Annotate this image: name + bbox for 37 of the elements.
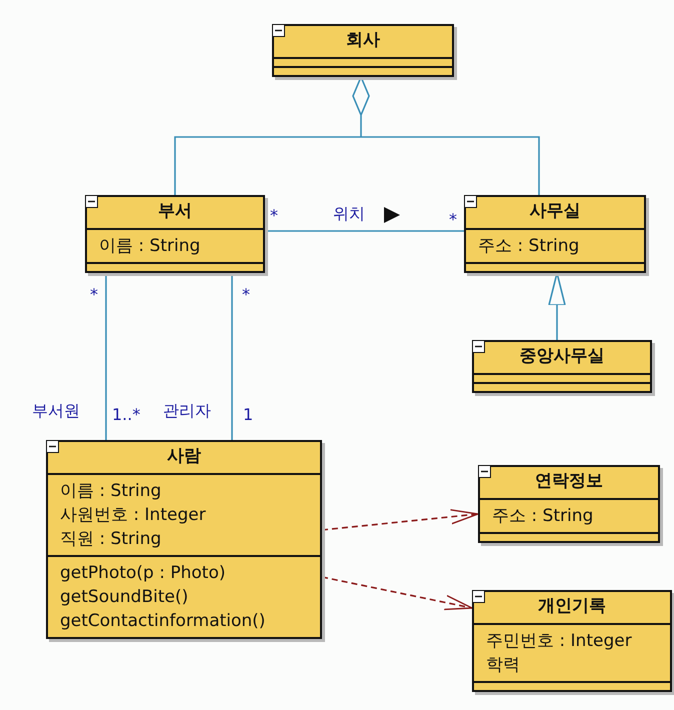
- multiplicity: *: [449, 211, 457, 229]
- attribute-text: 이름 : String: [60, 480, 162, 503]
- class-name: 중앙사무실: [520, 346, 604, 366]
- class-box: [46, 440, 322, 639]
- attribute-text: 직원 : String: [60, 528, 162, 551]
- multiplicity: *: [90, 286, 98, 304]
- role-name: 부서원: [32, 402, 80, 420]
- multiplicity: 1: [243, 406, 254, 424]
- association-line: [265, 230, 464, 232]
- class-box: [85, 195, 265, 273]
- operation-text: getSoundBite(): [60, 586, 190, 609]
- class-name: 회사: [346, 30, 380, 50]
- multiplicity: *: [242, 286, 250, 304]
- class-box: [472, 340, 652, 393]
- class-box: [272, 24, 454, 77]
- association-line: [231, 273, 233, 440]
- role-name: 관리자: [163, 402, 211, 420]
- class-name: 사무실: [530, 201, 580, 221]
- class-name: 사람: [167, 446, 201, 466]
- attribute-text: 이름 : String: [99, 235, 202, 258]
- attribute-text: 학력: [486, 654, 521, 677]
- multiplicity: 1..*: [112, 406, 140, 424]
- class-name: 연락정보: [535, 471, 603, 491]
- operation-text: getContactinformation(): [60, 610, 266, 633]
- operation-text: getPhoto(p : Photo): [60, 562, 226, 585]
- edge-label: 위치: [333, 205, 365, 223]
- multiplicity: *: [270, 207, 278, 225]
- association-line: [105, 273, 107, 440]
- attribute-text: 사원번호 : Integer: [60, 504, 207, 527]
- class-box: [478, 465, 660, 543]
- attribute-text: 주소 : String: [492, 505, 594, 528]
- class-box: [472, 590, 672, 692]
- class-name: 부서: [158, 201, 192, 221]
- class-box: [464, 195, 646, 273]
- attribute-text: 주소 : String: [478, 235, 580, 258]
- attribute-text: 주민번호 : Integer: [486, 630, 633, 653]
- class-name: 개인기록: [538, 596, 606, 616]
